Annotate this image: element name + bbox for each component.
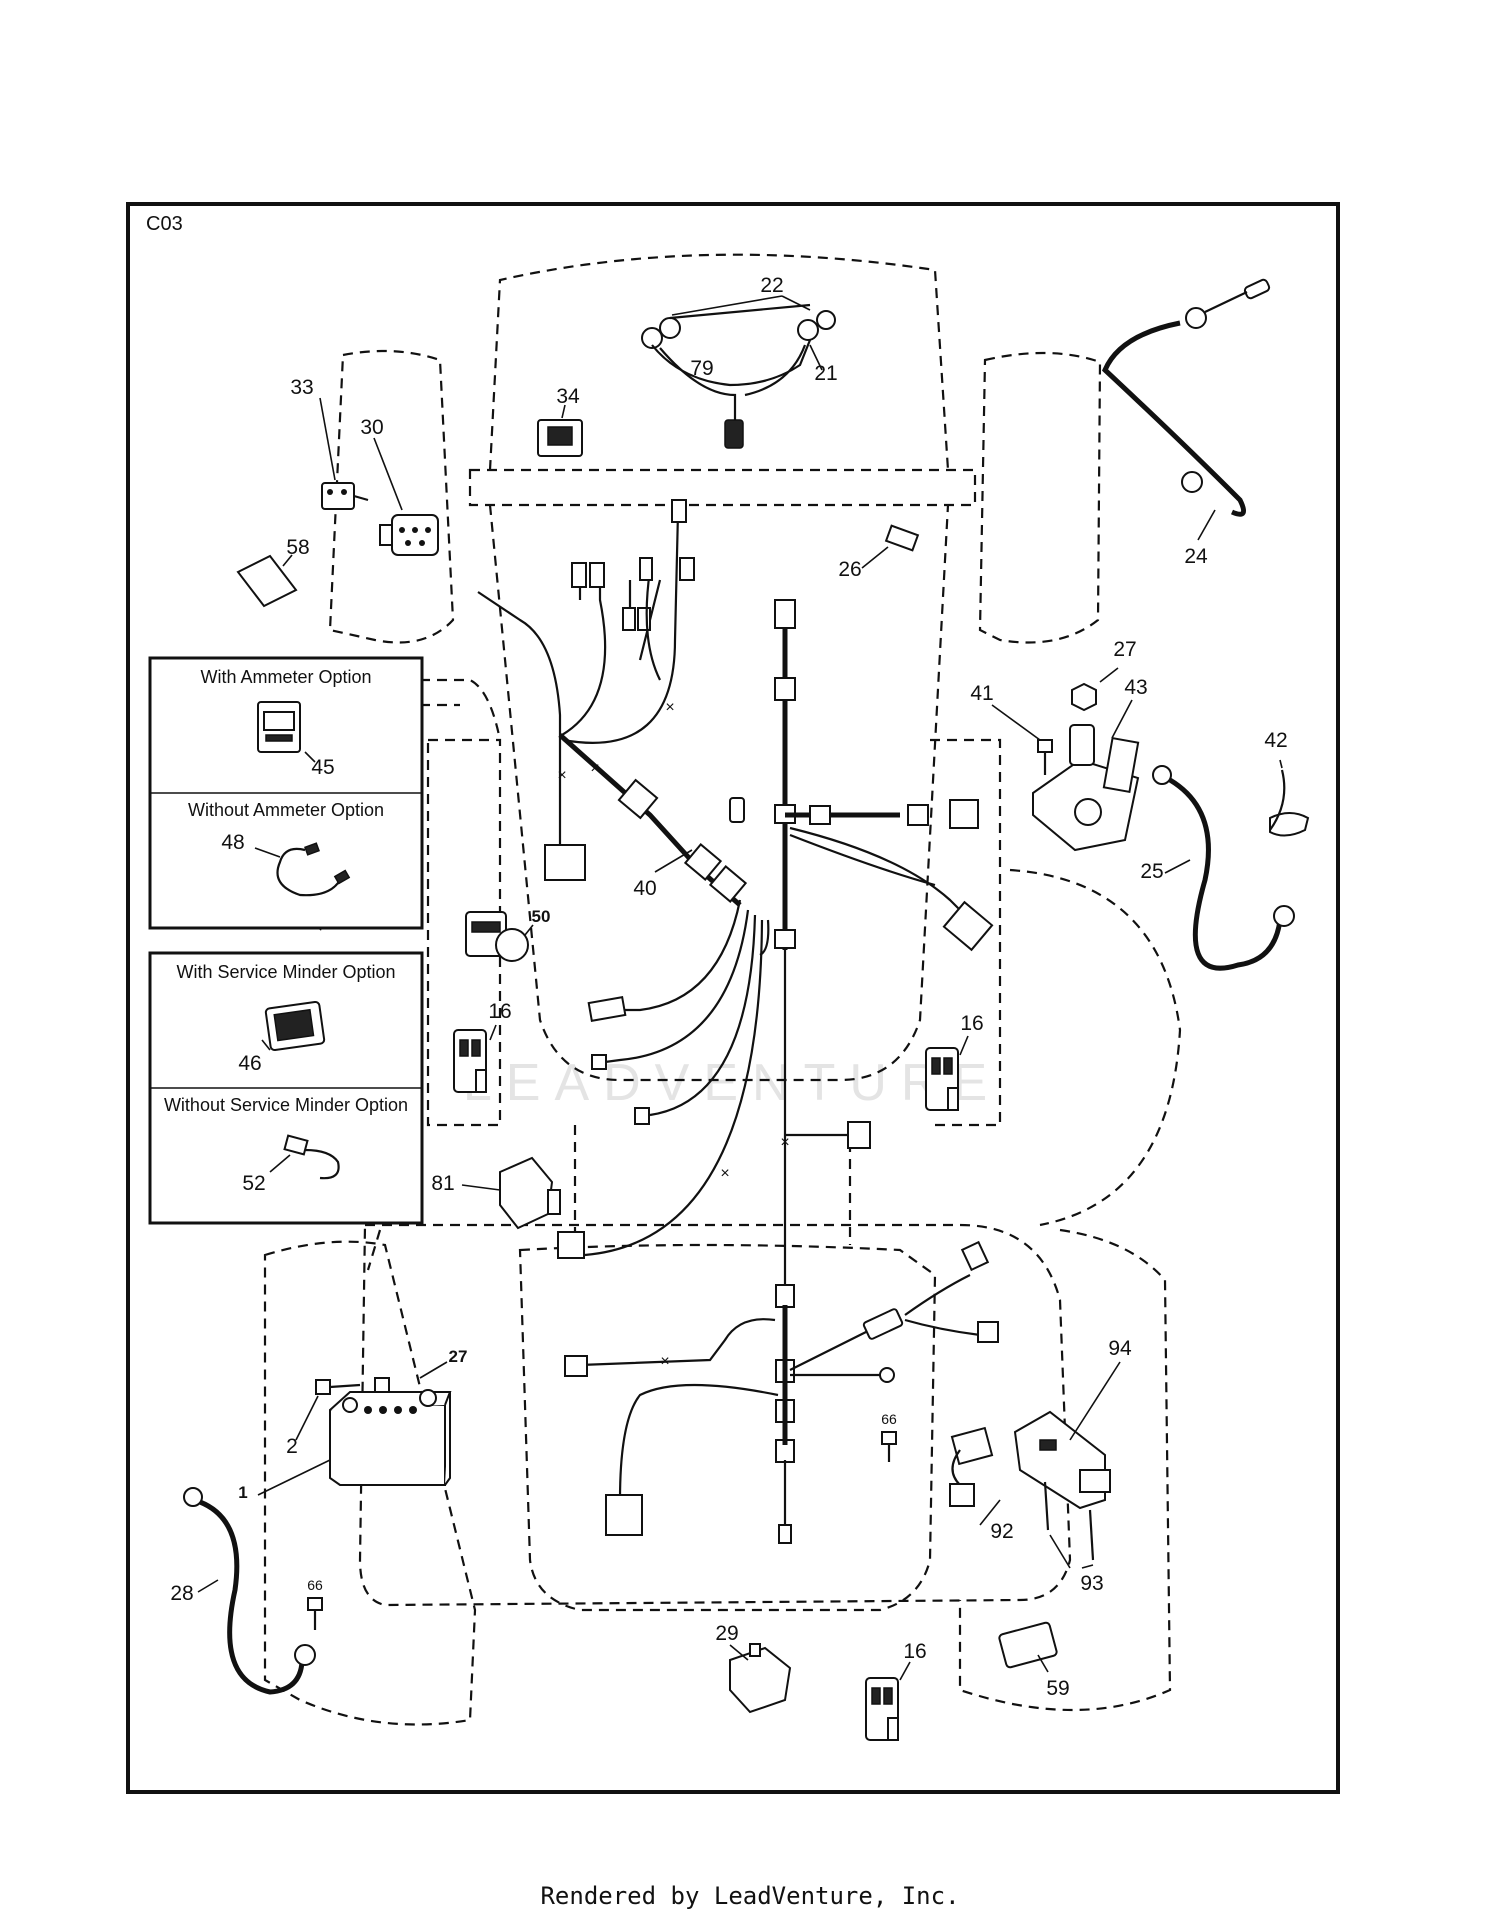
- callout-81: 81: [431, 1172, 454, 1195]
- battery-part: [329, 1389, 452, 1486]
- service-minder-part: [264, 1000, 326, 1052]
- callout-16-left: 16: [488, 1000, 511, 1023]
- callout-27-top: 27: [1113, 638, 1136, 661]
- svg-text:×: ×: [720, 1165, 729, 1182]
- callout-66-left: 66: [307, 1577, 323, 1593]
- headlight-switch-part: [537, 419, 583, 457]
- callout-41: 41: [970, 682, 993, 705]
- minder-jumper-part: [283, 1134, 340, 1180]
- ammeter-without-label: Without Ammeter Option: [188, 800, 384, 820]
- callout-30: 30: [360, 416, 383, 439]
- callout-92: 92: [990, 1520, 1013, 1543]
- bolt-66-left: [307, 1597, 323, 1630]
- callout-27-battery: 27: [449, 1347, 468, 1366]
- relay-81: [499, 1156, 561, 1230]
- svg-text:×: ×: [780, 1134, 789, 1151]
- module-94: [1013, 1410, 1111, 1510]
- battery-cable-24: [1102, 278, 1271, 517]
- footer-credit: Rendered by LeadVenture, Inc.: [540, 1882, 960, 1910]
- callout-16-right: 16: [960, 1012, 983, 1035]
- module-59: [998, 1621, 1058, 1669]
- callout-42: 42: [1264, 729, 1287, 752]
- main-wiring-harness: × × × × × ×: [477, 499, 999, 1544]
- ammeter-option-box: With Ammeter Option Without Ammeter Opti…: [148, 656, 424, 930]
- terminal-boot-42: [1269, 769, 1310, 837]
- ignition-key-part: [321, 482, 369, 510]
- svg-text:×: ×: [660, 1353, 669, 1370]
- fuse-part: [884, 524, 920, 552]
- headlight-harness: [641, 303, 836, 449]
- connector-92: [949, 1426, 994, 1507]
- callout-66-right: 66: [881, 1411, 897, 1427]
- callout-94: 94: [1108, 1337, 1132, 1360]
- callout-58: 58: [286, 536, 309, 559]
- callout-79: 79: [690, 357, 713, 380]
- callout-46: 46: [238, 1052, 261, 1075]
- svg-text:×: ×: [665, 699, 674, 716]
- callout-1: 1: [238, 1483, 247, 1502]
- seat-switch-left: [453, 1029, 487, 1093]
- battery-bolt-2: [315, 1377, 390, 1395]
- callout-59: 59: [1046, 1677, 1069, 1700]
- minder-with-label: With Service Minder Option: [176, 962, 395, 982]
- callout-29: 29: [715, 1622, 738, 1645]
- diagram-frame: [126, 202, 1340, 1794]
- battery-cable-25: [1152, 765, 1295, 971]
- switch-part-50: [465, 911, 529, 962]
- callout-24: 24: [1184, 545, 1208, 568]
- callout-50: 50: [532, 907, 551, 926]
- callout-26: 26: [838, 558, 861, 581]
- callout-33: 33: [290, 376, 313, 399]
- svg-text:×: ×: [590, 760, 599, 777]
- callout-22: 22: [760, 274, 783, 297]
- ammeter-with-label: With Ammeter Option: [200, 667, 371, 687]
- jumper-wire-part: [276, 842, 351, 897]
- watermark: LEADVENTURE: [463, 1054, 1001, 1112]
- service-minder-option-box: With Service Minder Option Without Servi…: [148, 951, 424, 1225]
- callout-52: 52: [242, 1172, 265, 1195]
- callout-48: 48: [221, 831, 244, 854]
- callout-93: 93: [1080, 1572, 1103, 1595]
- callout-40: 40: [633, 877, 656, 900]
- battery-cable-28: [183, 1487, 316, 1695]
- callout-21: 21: [814, 362, 837, 385]
- callout-16-bottom: 16: [903, 1640, 926, 1663]
- switch-29: [729, 1643, 792, 1714]
- callout-28: 28: [170, 1582, 193, 1605]
- bolt-41: [1037, 739, 1053, 775]
- part-58: [236, 554, 298, 608]
- diagram-code: C03: [146, 213, 183, 235]
- callout-25: 25: [1140, 860, 1163, 883]
- callout-45: 45: [311, 756, 334, 779]
- seat-switch-right: [925, 1047, 959, 1111]
- seat-switch-bottom: [865, 1677, 899, 1741]
- solenoid-part: [1032, 682, 1140, 852]
- callout-43: 43: [1124, 676, 1147, 699]
- bolt-66-right: [881, 1431, 897, 1462]
- callout-2: 2: [286, 1435, 298, 1458]
- ignition-switch-part: [379, 514, 439, 556]
- callout-34: 34: [556, 385, 580, 408]
- screws-93: [1043, 1481, 1095, 1561]
- svg-text:×: ×: [557, 767, 566, 784]
- ammeter-part: [257, 701, 301, 753]
- minder-without-label: Without Service Minder Option: [164, 1095, 408, 1115]
